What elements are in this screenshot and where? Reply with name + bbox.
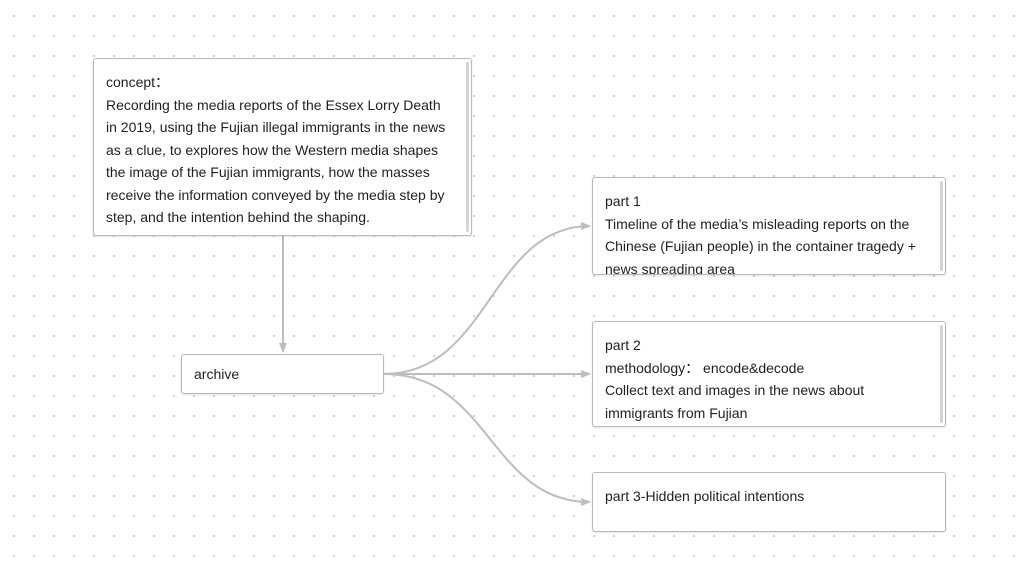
node-part3-text: part 3-Hidden political intentions: [593, 473, 945, 518]
node-part3[interactable]: part 3-Hidden political intentions: [592, 472, 946, 532]
node-concept[interactable]: concept： Recording the media reports of …: [93, 58, 472, 236]
node-part2-line: immigrants from Fujian: [605, 404, 748, 421]
node-concept-text: concept： Recording the media reports of …: [94, 59, 471, 235]
node-concept-line: as a clue, to explores how the Western m…: [106, 141, 439, 158]
node-part2-line: part 2: [605, 337, 641, 353]
node-concept-line: concept：: [106, 74, 170, 90]
node-part2-line: Collect text and images in the news abou…: [605, 382, 865, 398]
node-part1-scrollbar[interactable]: [940, 181, 943, 271]
node-concept-line: in 2019, using the Fujian illegal immigr…: [106, 119, 446, 135]
node-part1-line: news spreading area: [605, 260, 735, 275]
node-part2-scrollbar[interactable]: [940, 325, 943, 423]
node-concept-line: receive the information conveyed by the …: [106, 186, 445, 203]
node-archive-label: archive: [194, 366, 240, 382]
node-part1-line: Timeline of the media’s misleading repor…: [605, 215, 910, 232]
node-part1[interactable]: part 1 Timeline of the media’s misleadin…: [592, 177, 946, 275]
node-concept-line: Recording the media reports of the Essex…: [106, 96, 441, 113]
node-concept-line: step, and the intention behind the shapi…: [106, 209, 370, 225]
node-part2-line: methodology： encode&decode: [605, 359, 805, 376]
node-part1-text: part 1 Timeline of the media’s misleadin…: [593, 178, 945, 275]
node-part2-text: part 2 methodology： encode&decode Collec…: [593, 322, 945, 426]
edge-archive-part3: [383, 373, 591, 506]
node-part3-line: part 3-Hidden political intentions: [605, 488, 805, 504]
edge-archive-part1: [383, 222, 591, 375]
node-part1-line: part 1: [605, 193, 641, 209]
node-part2[interactable]: part 2 methodology： encode&decode Collec…: [592, 321, 946, 427]
node-concept-scrollbar[interactable]: [466, 62, 469, 232]
node-part1-line: Chinese (Fujian people) in the container…: [605, 238, 916, 254]
node-concept-line: the image of the Fujian immigrants, how …: [106, 164, 430, 180]
node-archive[interactable]: archive: [181, 354, 384, 394]
